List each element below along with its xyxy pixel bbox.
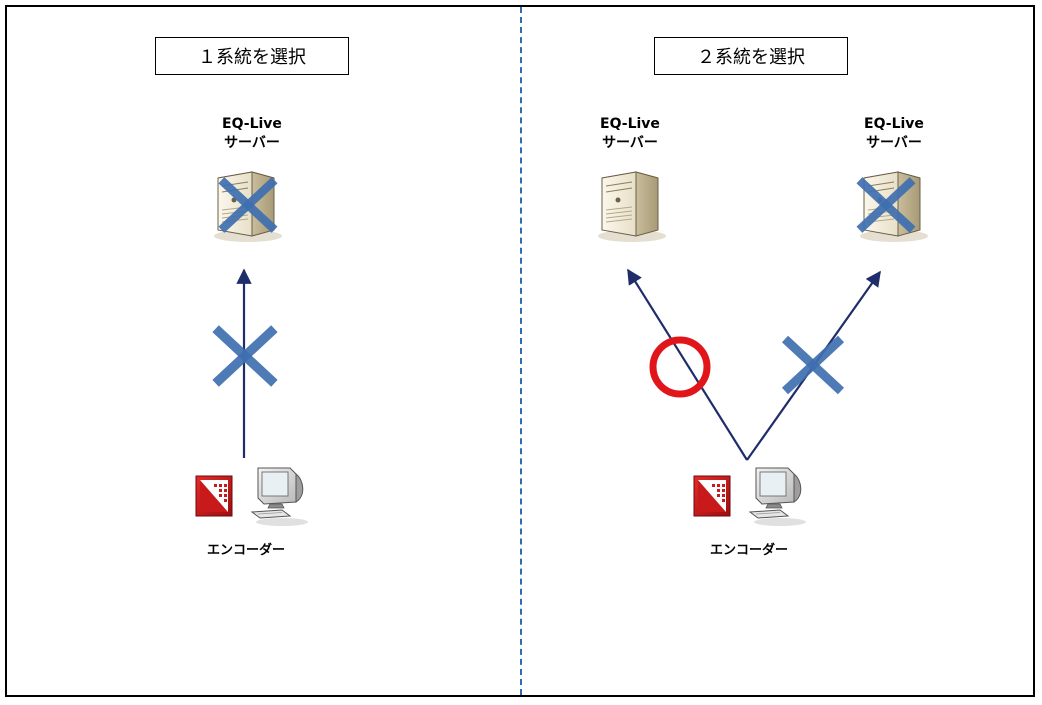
server-name-line1: EQ-Live xyxy=(222,116,282,132)
desktop-computer-icon xyxy=(749,467,807,527)
server-name-line1: EQ-Live xyxy=(864,116,924,132)
panel-2-encoder-label: エンコーダー xyxy=(709,543,788,558)
panel-2-server-1-label: EQ-Live サーバー xyxy=(570,115,690,153)
desktop-computer-icon xyxy=(251,467,309,527)
panel-2-title: ２系統を選択 xyxy=(654,37,848,75)
panel-divider xyxy=(520,7,522,695)
panel-2 xyxy=(597,171,929,527)
server-name-line2: サーバー xyxy=(866,135,922,151)
circle-mark-icon xyxy=(649,336,711,398)
connection-arrow-ok xyxy=(627,268,748,461)
panel-1-title: １系統を選択 xyxy=(155,37,349,75)
panel-1-encoder-label: エンコーダー xyxy=(206,543,285,558)
diagram-frame xyxy=(5,5,1035,697)
encoder-app-icon xyxy=(693,475,731,517)
panel-2-server-2-label: EQ-Live サーバー xyxy=(834,115,954,153)
encoder-app-icon xyxy=(195,475,233,517)
server-name-line2: サーバー xyxy=(602,135,658,151)
server-name-line2: サーバー xyxy=(224,135,280,151)
server-name-line1: EQ-Live xyxy=(600,116,660,132)
panel-1 xyxy=(195,171,309,527)
x-mark-icon xyxy=(785,339,841,391)
server-tower-icon xyxy=(597,171,667,243)
panel-1-server-label: EQ-Live サーバー xyxy=(192,115,312,153)
